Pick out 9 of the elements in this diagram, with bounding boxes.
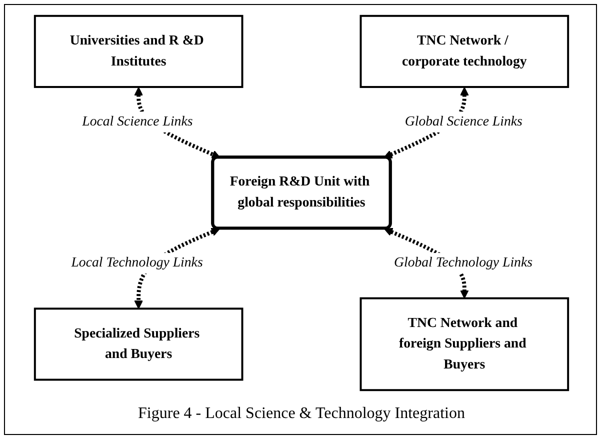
- figure-caption: Figure 4 - Local Science & Technology Integration: [138, 405, 465, 422]
- node-box: TNC Network and foreign Suppliers and Buyers: [360, 297, 570, 392]
- node-box: Specialized Suppliers and Buyers: [34, 308, 244, 381]
- node-box: Universities and R &D Institutes: [34, 14, 244, 88]
- edge-label: Local Technology Links: [71, 256, 203, 271]
- edge-label: Global Technology Links: [394, 256, 532, 271]
- node-box: TNC Network / corporate technology: [360, 14, 570, 88]
- edge-label: Local Science Links: [82, 114, 193, 130]
- edge-label: Global Science Links: [404, 114, 522, 130]
